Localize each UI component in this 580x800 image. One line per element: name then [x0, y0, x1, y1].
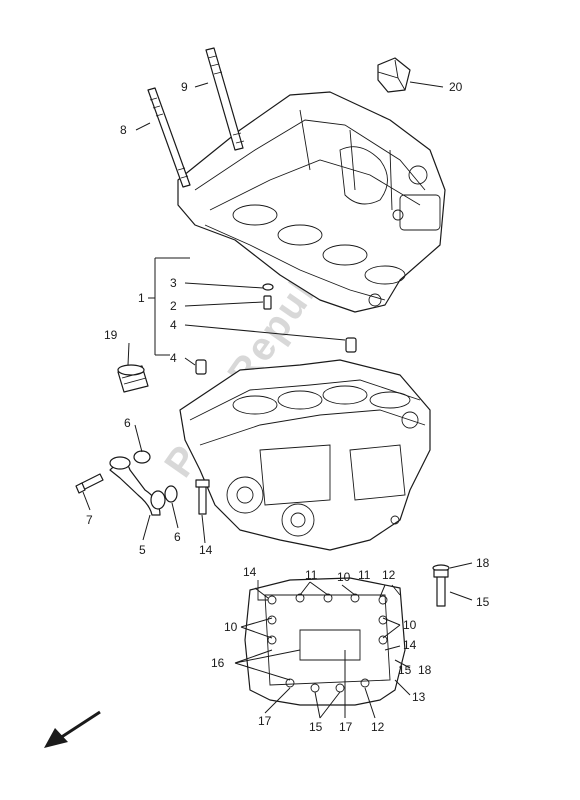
cover-part-20	[377, 57, 411, 93]
callout-11a: 11	[305, 568, 318, 582]
dowel-pin-2	[263, 295, 272, 310]
callout-1: 1	[138, 291, 145, 305]
leader-lines	[82, 81, 473, 719]
callout-10c: 10	[403, 618, 417, 632]
lower-crankcase	[179, 359, 431, 551]
callout-14a: 14	[199, 543, 213, 557]
callout-6a: 6	[124, 416, 131, 430]
upper-crankcase	[177, 91, 446, 313]
callout-8: 8	[120, 123, 127, 137]
callout-15b: 15	[398, 663, 412, 677]
callout-10a: 10	[337, 570, 351, 584]
stud-bolt-8	[147, 87, 191, 188]
o-ring-3	[262, 283, 274, 291]
front-direction-arrow-icon	[44, 710, 101, 748]
callout-12b: 12	[371, 720, 385, 734]
o-ring-6b	[164, 485, 178, 503]
callout-7: 7	[86, 513, 93, 527]
crankcase-bottom-view	[244, 577, 406, 706]
callout-12a: 12	[382, 568, 396, 582]
callout-15c: 15	[309, 720, 323, 734]
callout-labels: 1 2 3 4 4 5 6 6 7 8 9 10 10 10 11 11 12 …	[86, 80, 490, 734]
oil-pipe-5	[109, 456, 166, 516]
callout-10b: 10	[224, 620, 238, 634]
callout-18a: 18	[476, 556, 490, 570]
callout-3: 3	[170, 276, 177, 290]
callout-5: 5	[139, 543, 146, 557]
callout-13: 13	[412, 690, 426, 704]
dowel-pin-4a	[345, 337, 357, 353]
callout-20: 20	[449, 80, 463, 94]
callout-11b: 11	[358, 568, 371, 582]
callout-17a: 17	[258, 714, 272, 728]
callout-15a: 15	[476, 595, 490, 609]
callout-19: 19	[104, 328, 118, 342]
callout-18b: 18	[418, 663, 432, 677]
callout-17b: 17	[339, 720, 353, 734]
bolt-7	[75, 473, 104, 494]
callout-4a: 4	[170, 318, 177, 332]
bolt-14	[195, 479, 210, 515]
callout-14c: 14	[403, 638, 417, 652]
o-ring-6a	[133, 450, 151, 464]
callout-6b: 6	[174, 530, 181, 544]
stud-bolt-9	[205, 47, 245, 151]
oil-filler-cap-19	[117, 364, 149, 393]
bolt-15	[433, 569, 449, 607]
callout-4b: 4	[170, 351, 177, 365]
dowel-pin-4b	[195, 359, 207, 375]
callout-2: 2	[170, 299, 177, 313]
callout-16: 16	[211, 656, 225, 670]
callout-9: 9	[181, 80, 188, 94]
callout-14b: 14	[243, 565, 257, 579]
